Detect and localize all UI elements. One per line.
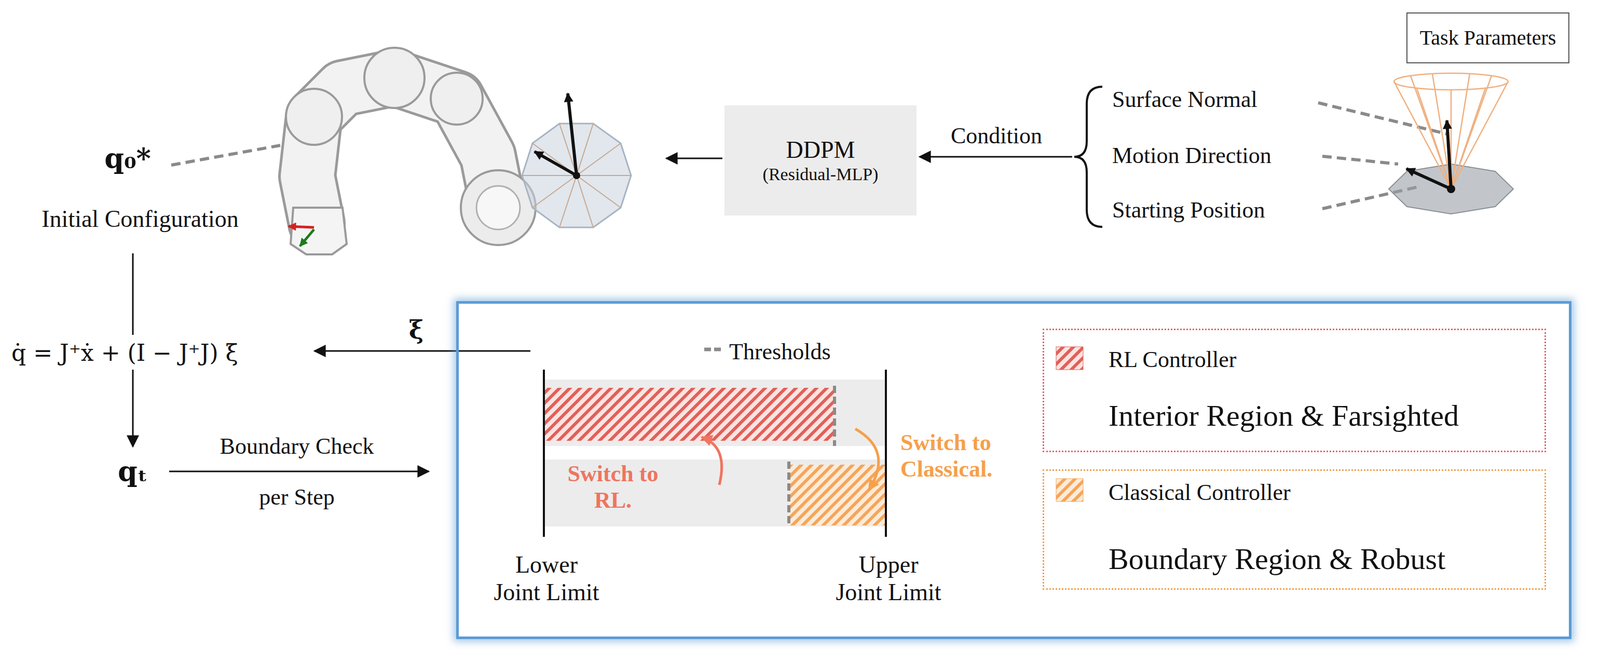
classical-swatch	[1056, 478, 1084, 502]
contact-disk	[522, 93, 632, 228]
flow-arrow	[132, 369, 134, 447]
node-text: RL Controller	[1108, 346, 1237, 374]
robot-joint	[364, 47, 425, 108]
process-box: Task Parameters	[1406, 12, 1570, 64]
normal-arrow	[1446, 120, 1452, 189]
node-text: Classical Controller	[1108, 479, 1291, 507]
switch-arrow	[701, 436, 722, 485]
node-text: Interior Region & Farsighted	[1108, 398, 1459, 434]
parameter-label: Surface Normal	[1112, 86, 1258, 114]
direction-arrow	[1406, 168, 1452, 189]
process-box: DDPM(Residual-MLP)	[724, 105, 917, 216]
disk-rays	[522, 123, 632, 228]
ddpm-arrow	[666, 157, 723, 160]
check-arrow	[169, 470, 429, 473]
arrow-label: Condition	[950, 122, 1043, 150]
box-title: Task Parameters	[1419, 25, 1557, 50]
joint-limit-chart	[543, 349, 886, 537]
flow-line	[132, 253, 134, 335]
node-text: Upper Joint Limit	[833, 551, 943, 607]
legend-box: RL ControllerInterior Region & Farsighte…	[1042, 328, 1547, 453]
math-symbol: ξ	[408, 315, 424, 345]
robot-joint	[430, 72, 483, 125]
bar-ground	[543, 459, 886, 527]
robot-gripper	[290, 207, 347, 255]
rl-swatch	[1056, 346, 1084, 370]
legend-box: Classical ControllerBoundary Region & Ro…	[1042, 469, 1547, 590]
rl-bar	[543, 387, 835, 441]
cone-figure	[1388, 73, 1514, 214]
equation: q̇ = J⁺ẋ + (I − J⁺J) ξ	[11, 339, 239, 367]
condition-arrow	[919, 156, 1073, 158]
xi-arrow	[314, 350, 531, 352]
disk-polygon	[522, 123, 632, 228]
axis-arrow	[288, 226, 314, 228]
math-symbol: qₜ	[117, 455, 148, 488]
node-text: Switch to Classical.	[900, 429, 1005, 483]
parameter-label: Motion Direction	[1112, 142, 1272, 170]
parameter-label: Starting Position	[1112, 197, 1266, 224]
node-text: Boundary Region & Robust	[1108, 541, 1446, 577]
threshold-line	[787, 461, 791, 527]
start-point	[1446, 184, 1456, 194]
threshold-sample	[704, 347, 723, 352]
arrow-label: per Step	[258, 484, 335, 511]
cone-lines	[1393, 73, 1509, 189]
leader-line	[171, 145, 281, 166]
node-text: Thresholds	[729, 338, 831, 366]
bar-ground	[543, 379, 886, 446]
node-text: Switch to RL.	[561, 460, 665, 514]
region-panel: ThresholdsSwitch to RL. Switch to Classic…	[456, 301, 1572, 639]
math-symbol: q₀*	[104, 142, 152, 175]
direction-arrow	[534, 151, 577, 176]
node-text: Lower Joint Limit	[491, 551, 601, 607]
box-title: DDPM	[786, 136, 856, 164]
classical-bar	[788, 464, 886, 526]
limit-line	[542, 369, 545, 537]
limit-line	[884, 369, 887, 537]
robot-joint	[285, 88, 343, 145]
caption-label: Initial Configuration	[41, 205, 239, 234]
normal-arrow	[567, 93, 577, 176]
robot-arm	[285, 47, 536, 255]
brace	[1074, 86, 1103, 227]
robot-joint	[476, 185, 521, 230]
axis-arrow	[299, 229, 314, 246]
box-subtitle: (Residual-MLP)	[762, 163, 879, 185]
switch-arrow	[855, 428, 879, 490]
contact-point	[572, 171, 581, 180]
arrow-label: Boundary Check	[220, 433, 375, 460]
threshold-line	[832, 385, 837, 446]
